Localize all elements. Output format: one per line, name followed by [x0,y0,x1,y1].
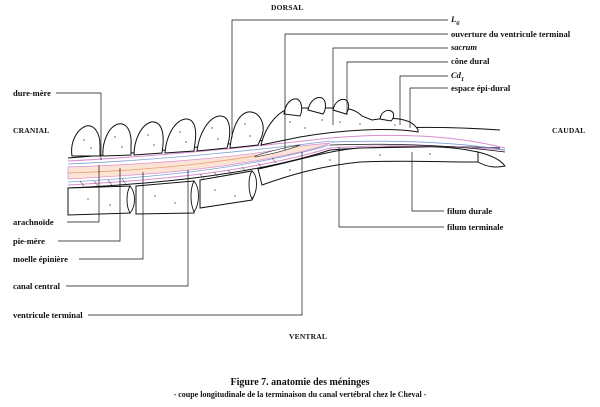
leader-l6 [231,19,448,138]
leader-moelle-epiniere [79,172,144,260]
leader-canal-central [66,170,189,287]
leader-sacrum [332,47,448,125]
spinous-process-l6 [229,111,264,149]
leader-filum-durale [411,152,444,212]
leader-arachnoide [67,165,100,223]
leader-pie-mere [58,168,121,242]
intervertebral-disc-1 [126,185,135,214]
leader-filum-terminale [338,147,444,228]
label-canal-central: canal central [13,281,61,291]
bone-stipple-dorsal [83,119,396,149]
leader-ouverture [284,33,448,150]
leader-cone-dural [346,61,448,115]
spinous-process-5 [196,115,231,152]
caption-title: Figure 7. anatomie des méninges [231,377,370,388]
arachnoid-line [67,140,331,165]
label-l6: L6 [450,14,460,27]
orientation-cranial: CRANIAL [13,126,49,135]
label-l6-letter: L [450,14,456,24]
label-cd1-letter: Cd [451,70,462,80]
label-filum-durale: filum durale [447,206,492,216]
filum-terminale-line [329,140,506,151]
label-ventricule-terminal: ventricule terminal [13,310,83,320]
label-cone-dural: cône dural [451,56,490,66]
caudal-vertebra-1 [477,151,506,168]
leader-cd1 [399,75,448,125]
leader-dure-mere [56,92,102,160]
filum-durale-line [329,143,506,153]
spinous-process-2 [102,123,132,157]
label-cd1: Cd1 [451,70,464,83]
orientation-dorsal: DORSAL [271,3,303,12]
label-espace-epi-dural: espace épi-dural [451,83,511,93]
orientation-caudal: CAUDAL [552,126,585,135]
label-cd1-sub: 1 [461,76,464,83]
leader-lines [56,19,448,316]
label-l6-sub: 6 [456,20,460,27]
intervertebral-disc-2 [190,180,199,213]
label-ouverture: ouverture du ventricule terminal [451,29,571,39]
spinous-process-3 [133,121,164,156]
vertebral-bodies [67,146,506,216]
vertebral-body-2 [135,180,196,215]
intervertebral-disc-3 [248,170,257,200]
label-sacrum: sacrum [450,42,477,52]
dorsal-vertebrae [71,97,419,157]
caption-subtitle: - coupe longitudinale de la terminaison … [174,390,427,399]
label-filum-terminale: filum terminale [447,222,504,232]
spinous-process-1 [71,125,101,157]
bone-stipple-ventral [87,153,431,206]
orientation-ventral: VENTRAL [289,332,327,341]
label-dure-mere: dure-mère [13,88,51,98]
spinous-process-4 [164,118,197,154]
label-pie-mere: pie-mère [13,236,45,246]
terminal-ventricle [254,144,301,158]
sacrum-spines [283,97,395,122]
label-moelle-epiniere: moelle épinière [13,254,68,264]
dura-mater-line [67,134,506,162]
leader-espace-epi-dural [409,87,448,128]
arachnoid-line-ventral [67,144,331,183]
leader-ventricule-terminal [88,152,303,316]
epidural-hatching [79,157,277,187]
spinal-canal [67,127,506,189]
label-arachnoide: arachnoïde [13,217,54,227]
